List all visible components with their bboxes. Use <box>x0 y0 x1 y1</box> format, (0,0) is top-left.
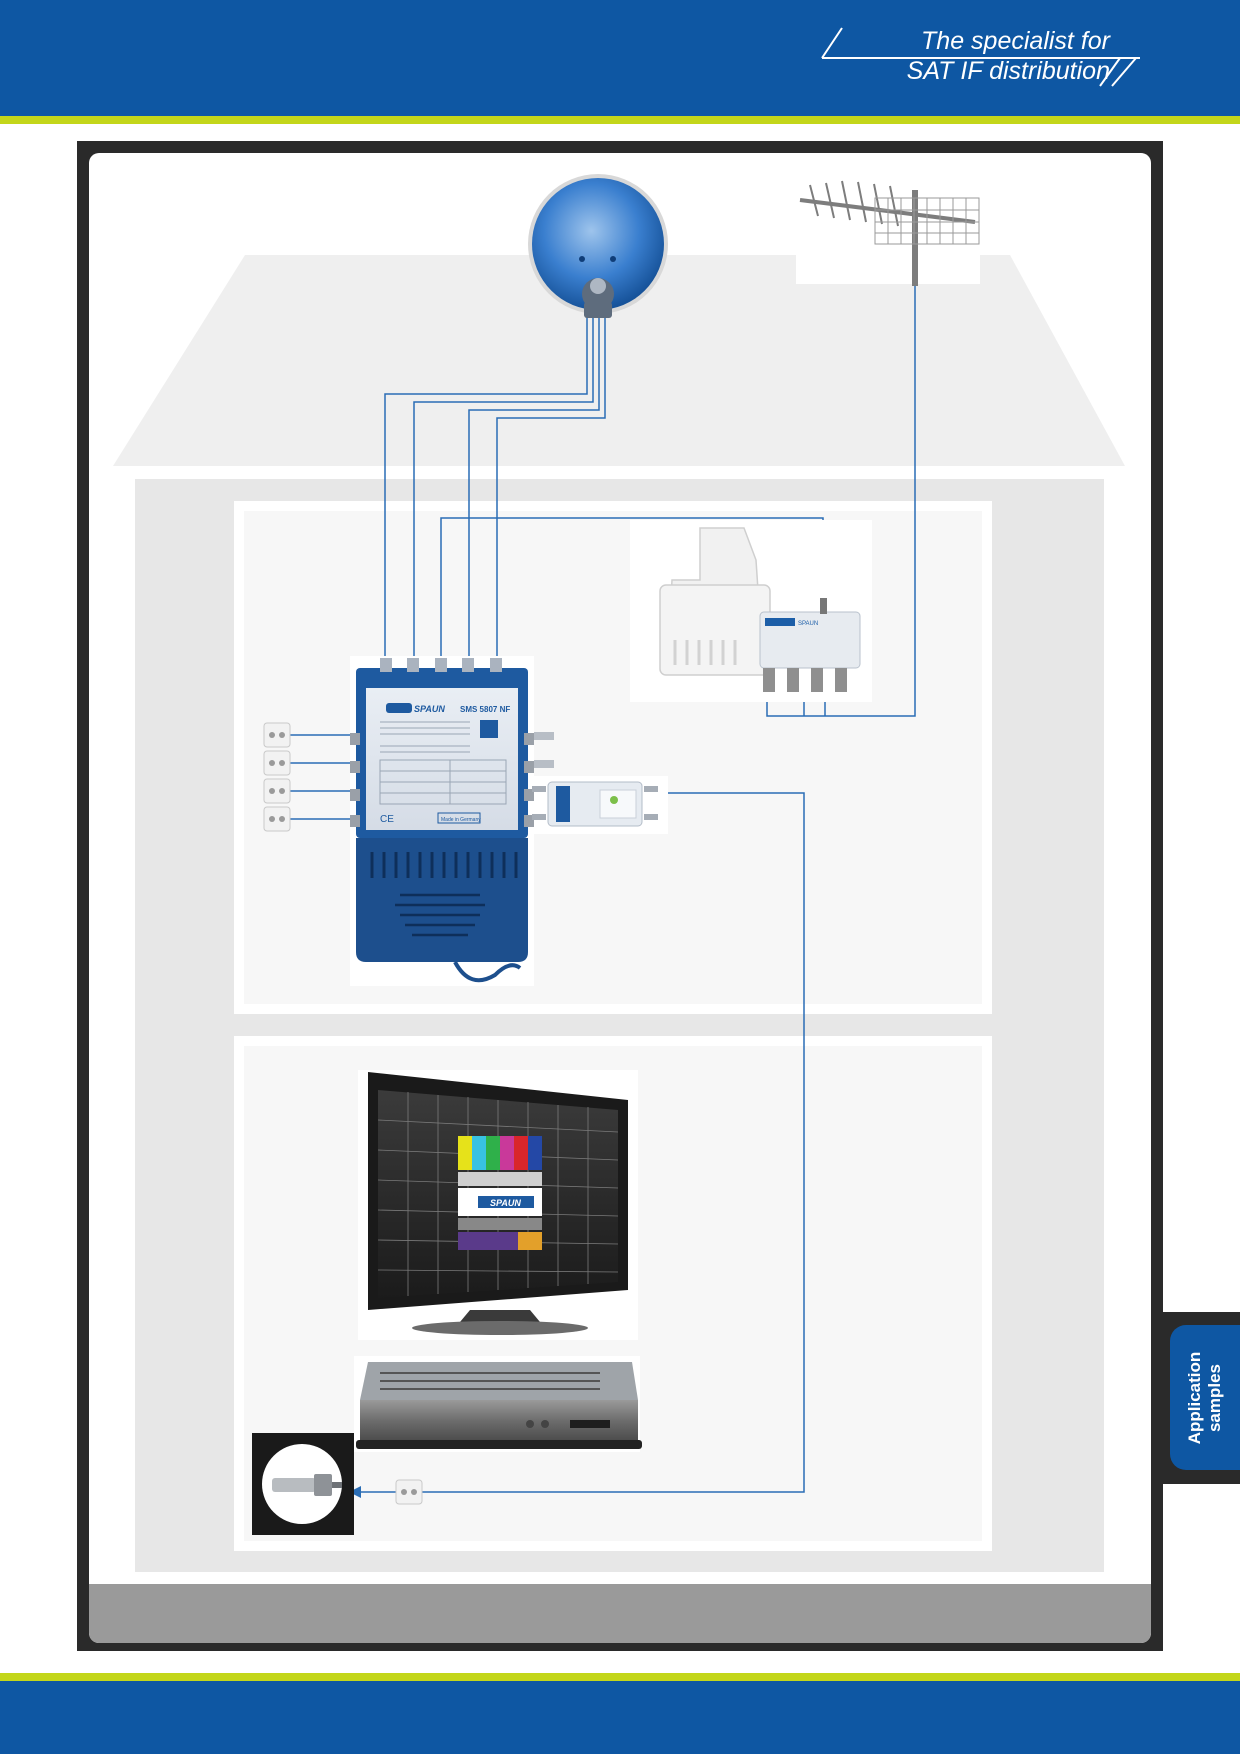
svg-text:SPAUN: SPAUN <box>798 621 818 627</box>
house-roof <box>113 255 1125 466</box>
diagram-footer-band <box>89 1584 1151 1643</box>
svg-text:SMS 5807 NF: SMS 5807 NF <box>460 705 510 714</box>
tagline-line-1: The specialist for <box>921 27 1110 55</box>
splitter-icon <box>532 776 668 834</box>
svg-text:SPAUN: SPAUN <box>490 1198 521 1208</box>
multiswitch-icon: SPAUN SMS 5807 NF CE Made in Germany <box>350 656 554 986</box>
footer-accent-line <box>0 1673 1240 1681</box>
side-tab-line-1: Application <box>1185 1351 1204 1444</box>
tagline-line-2: SAT IF distribution <box>906 57 1110 85</box>
f-connector-icon <box>252 1433 354 1535</box>
tv-icon: SPAUN <box>358 1070 638 1340</box>
svg-text:SPAUN: SPAUN <box>414 704 445 714</box>
receiver-icon <box>354 1356 642 1452</box>
svg-text:Made in Germany: Made in Germany <box>441 817 481 823</box>
application-samples-tab[interactable]: Application samples <box>1170 1325 1240 1470</box>
header-bar: The specialist for SAT IF distribution <box>0 0 1240 116</box>
wall-socket-icon <box>395 1479 423 1505</box>
footer-bar <box>0 1681 1240 1754</box>
tagline: The specialist for SAT IF distribution <box>800 18 1160 98</box>
svg-text:CE: CE <box>380 814 394 825</box>
tagline-slashes <box>821 27 1140 87</box>
terrestrial-amplifier-icon: SPAUN <box>630 520 872 702</box>
side-tab-label: Application samples <box>1185 1351 1225 1444</box>
subscriber-sockets <box>263 722 350 832</box>
terrestrial-antenna-icon <box>799 180 980 286</box>
side-tab-line-2: samples <box>1205 1363 1224 1432</box>
satellite-dish-icon <box>528 174 668 318</box>
header-accent-line <box>0 116 1240 124</box>
cable-arrowhead <box>349 1486 361 1498</box>
